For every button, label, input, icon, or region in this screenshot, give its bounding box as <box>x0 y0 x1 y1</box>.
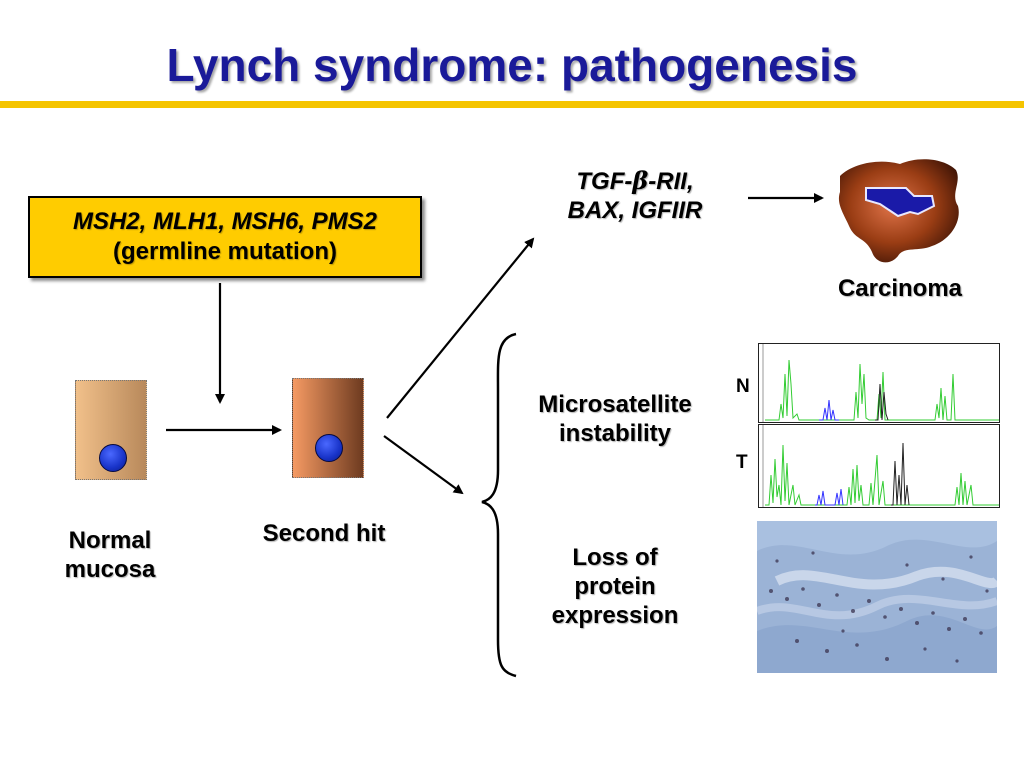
second-hit-cell-nucleus <box>315 434 343 462</box>
chromatogram-normal-trace <box>762 344 999 422</box>
msi-line1: Microsatellite <box>538 391 692 418</box>
germline-mutation-box: MSH2, MLH1, MSH6, PMS2 (germline mutatio… <box>28 196 422 278</box>
tgf-line2: BAX, IGFIIR <box>567 196 703 224</box>
protein-loss-line3: expression <box>551 601 679 629</box>
chromatogram-tumor-label: T <box>736 452 748 473</box>
beta-symbol: β <box>632 166 649 195</box>
chromatogram-normal-panel <box>758 343 1000 423</box>
gene-list: MSH2, MLH1, MSH6, PMS2 <box>72 208 378 235</box>
msi-line2: instability <box>558 419 672 447</box>
chromatogram-tumor-panel <box>758 424 1000 508</box>
protein-loss-label: Loss of protein expression <box>520 544 710 630</box>
msi-label: Microsatellite instability <box>512 391 718 449</box>
chromatogram-tumor-trace <box>762 425 999 507</box>
chromatogram-normal-label: N <box>736 376 750 397</box>
normal-cell-nucleus <box>99 444 127 472</box>
protein-loss-line1: Loss of <box>572 544 658 571</box>
normal-mucosa-label: Normal mucosa <box>40 527 180 585</box>
arrow-to-msi <box>383 435 464 495</box>
slide-title: Lynch syndrome: pathogenesis <box>166 39 858 91</box>
tgf-line1: TGF-β-RII, <box>540 166 730 197</box>
immunohistochemistry-image <box>757 521 997 673</box>
histology-texture <box>757 521 997 673</box>
carcinoma-label: Carcinoma <box>837 275 963 302</box>
tgf-pathway-label: TGF-β-RII, BAX, IGFIIR <box>540 166 730 226</box>
curly-brace <box>481 332 517 678</box>
carcinoma-tumor-shape <box>838 159 959 263</box>
title-underline <box>0 101 1024 108</box>
tgf-suffix: -RII, <box>648 168 694 195</box>
tgf-prefix: TGF- <box>576 168 633 195</box>
normal-mucosa-line2: mucosa <box>64 555 156 583</box>
carcinoma-nucleus-shape <box>865 187 936 218</box>
second-hit-cell <box>292 378 364 478</box>
second-hit-label: Second hit <box>262 520 386 547</box>
protein-loss-line2: protein <box>574 572 656 600</box>
normal-cell <box>75 380 147 480</box>
germline-label: (germline mutation) <box>112 238 337 265</box>
normal-mucosa-line1: Normal <box>68 527 152 554</box>
